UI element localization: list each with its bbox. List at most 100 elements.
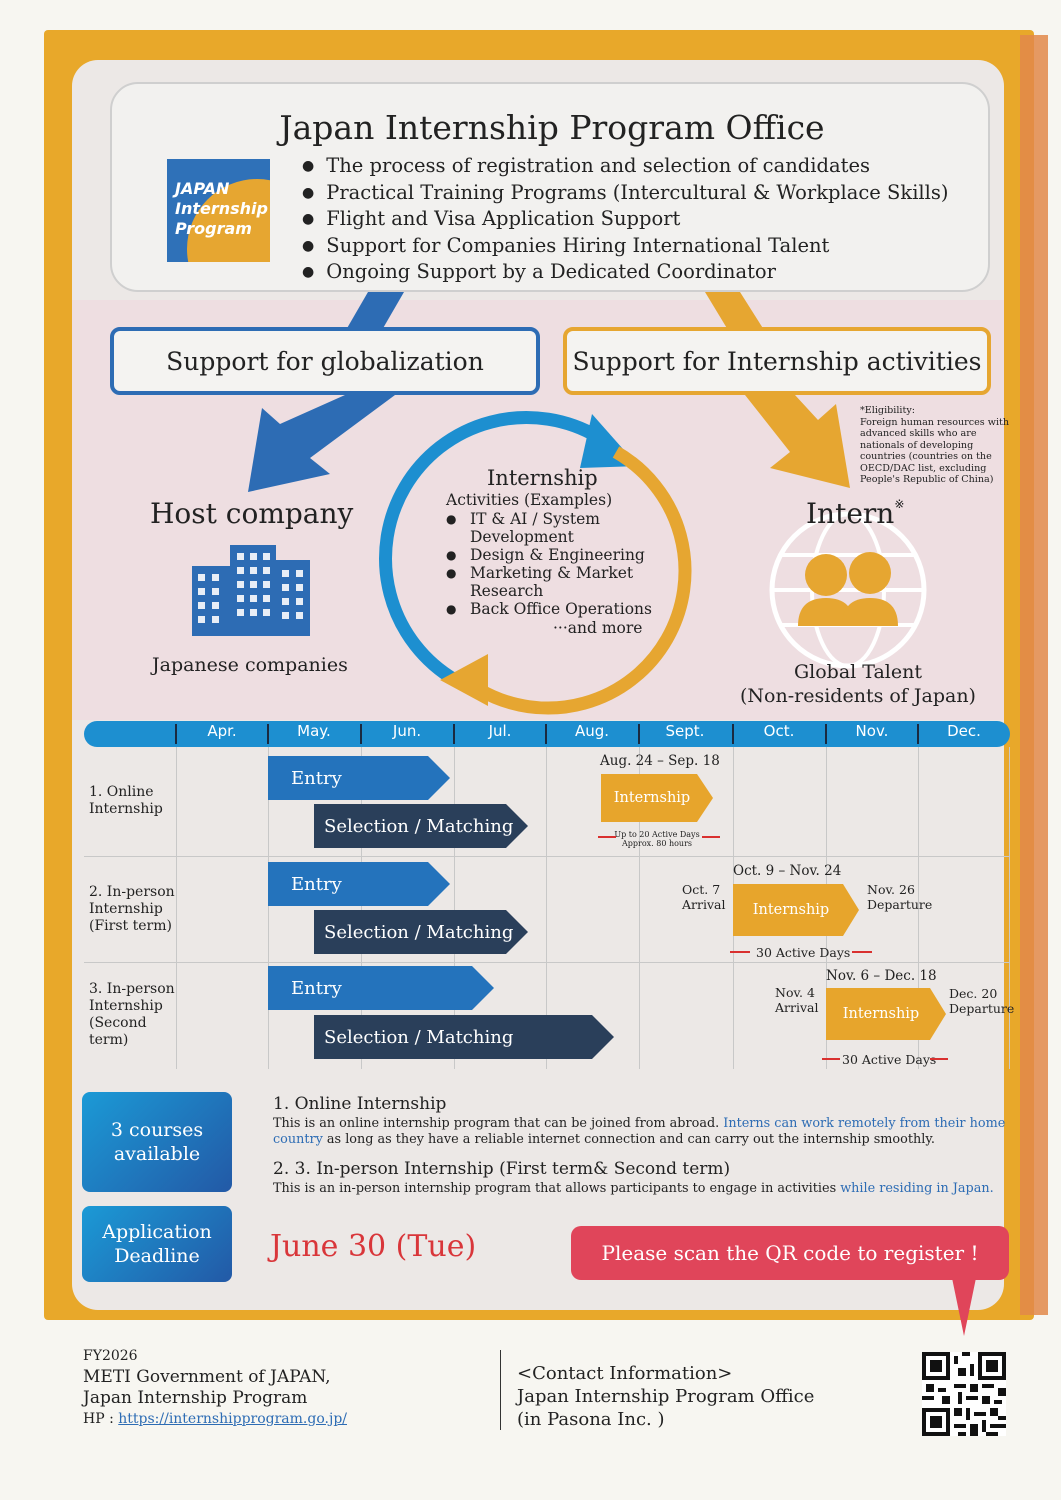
desc-text: This is an online internship program tha…	[273, 1116, 724, 1131]
activity-text: Design & Engineering	[470, 546, 645, 564]
logo-text: JAPAN Internship Program	[175, 179, 268, 239]
desc-highlight: while residing in Japan.	[840, 1181, 994, 1196]
second-term-days: 30 Active Days	[842, 1052, 937, 1067]
month-label: Dec.	[947, 722, 981, 740]
global-talent-line1: Global Talent	[793, 661, 923, 683]
grid-line	[918, 747, 919, 1069]
grid-line	[176, 747, 177, 1069]
month-separator	[453, 724, 455, 744]
grid-line	[639, 747, 640, 1069]
inperson-course-title: 2. 3. In-person Internship (First term& …	[273, 1159, 731, 1179]
and-more-text: ···and more	[553, 619, 643, 637]
cycle-gold-head	[440, 654, 488, 706]
month-label: Apr.	[207, 722, 237, 740]
service-item: Flight and Visa Application Support	[302, 207, 949, 234]
month-label: Jun.	[392, 722, 422, 740]
bullet-icon: ●	[446, 548, 457, 562]
flow-arrows	[192, 292, 927, 715]
cycle-subtitle: Activities (Examples)	[446, 491, 613, 509]
online-period: Aug. 24 – Sep. 18	[600, 753, 720, 769]
japan-internship-logo: JAPAN Internship Program	[167, 159, 270, 262]
first-term-days: 30 Active Days	[756, 945, 851, 960]
month-label: Aug.	[574, 722, 610, 740]
logo-line2: Internship	[175, 199, 268, 218]
cycle-blue-arc	[379, 411, 602, 686]
internship-bar: Internship	[826, 988, 946, 1040]
grid-line	[454, 747, 455, 1069]
online-course-title: 1. Online Internship	[273, 1094, 447, 1114]
intern-title: Intern※	[806, 497, 904, 530]
cycle-title: Internship	[487, 466, 598, 490]
month-label: Nov.	[855, 722, 889, 740]
entry-bar: Entry	[268, 862, 450, 906]
bullet-icon: ●	[446, 566, 457, 580]
entry-bar: Entry	[268, 966, 494, 1010]
courses-badge: 3 courses available	[82, 1092, 232, 1192]
right-arrow-icon	[702, 836, 720, 838]
support-globalization-box: Support for globalization	[110, 327, 540, 395]
online-days: Up to 20 Active Days	[614, 830, 700, 839]
gold-arrow-top	[705, 292, 764, 330]
japanese-companies-label: Japanese companies	[152, 654, 348, 676]
right-arrow-icon	[852, 951, 872, 953]
month-label: May.	[297, 722, 331, 740]
activity-text: Marketing & Market	[470, 564, 634, 582]
logo-line1: JAPAN	[175, 179, 230, 198]
gold-arrow-bottom	[745, 395, 850, 488]
callout-tail	[952, 1278, 976, 1336]
second-term-period: Nov. 6 – Dec. 18	[826, 968, 937, 984]
bullet-icon: ●	[446, 512, 457, 526]
contact-company: (in Pasona Inc. )	[517, 1409, 665, 1430]
selection-bar: Selection / Matching	[314, 910, 528, 954]
left-arrow-icon	[598, 836, 616, 838]
logo-line3: Program	[175, 219, 252, 238]
month-separator	[825, 724, 827, 744]
month-separator	[917, 724, 919, 744]
activity-item: ●IT & AI / System	[446, 510, 652, 528]
online-course-desc: This is an online internship program tha…	[273, 1116, 1008, 1148]
activity-text: Development	[470, 528, 574, 546]
month-separator	[267, 724, 269, 744]
qr-code-icon[interactable]	[922, 1352, 1006, 1436]
blue-arrow-bottom	[248, 395, 395, 492]
globe-people-icon	[769, 511, 927, 669]
month-separator	[638, 724, 640, 744]
homepage-link[interactable]: https://internshipprogram.go.jp/	[118, 1411, 347, 1427]
homepage-line: HP : https://internshipprogram.go.jp/	[83, 1409, 347, 1430]
row-divider	[84, 962, 1010, 963]
global-talent-line2: (Non-residents of Japan)	[740, 685, 976, 707]
month-separator	[545, 724, 547, 744]
cycle-gold-arc	[476, 446, 692, 715]
grid-line	[546, 747, 547, 1069]
service-item: Support for Companies Hiring Internation…	[302, 234, 949, 261]
left-arrow-icon	[822, 1058, 840, 1060]
activity-item-cont: Research	[446, 582, 652, 600]
row-label-first-term: 2. In-person Internship (First term)	[89, 884, 175, 934]
schedule-grid	[84, 747, 1010, 1069]
blue-arrow-top	[346, 292, 404, 330]
eligibility-note: *Eligibility: Foreign human resources wi…	[860, 405, 1010, 485]
contact-office: Japan Internship Program Office	[517, 1386, 815, 1407]
intern-title-text: Intern	[806, 497, 895, 530]
online-days-note: Up to 20 Active Days Approx. 80 hours	[612, 830, 702, 848]
desc-text: This is an in-person internship program …	[273, 1181, 841, 1196]
grid-line	[268, 747, 269, 1069]
footer-organization: FY2026 METI Government of JAPAN, Japan I…	[83, 1346, 347, 1430]
program-name: Japan Internship Program	[83, 1388, 308, 1408]
row-label-online: 1. Online Internship	[89, 784, 163, 817]
row-label-second-term: 3. In-person Internship (Second term)	[89, 981, 175, 1048]
host-company-title: Host company	[150, 497, 354, 530]
fiscal-year: FY2026	[83, 1348, 138, 1364]
service-item: Practical Training Programs (Intercultur…	[302, 181, 948, 208]
bullet-icon: ●	[446, 602, 457, 616]
orange-edge	[1020, 35, 1048, 1315]
internship-bar: Internship	[601, 774, 713, 822]
activity-item: ● Marketing & Market	[446, 564, 652, 582]
row-divider	[84, 856, 1010, 857]
deadline-badge: Application Deadline	[82, 1206, 232, 1282]
deadline-date: June 30 (Tue)	[270, 1229, 477, 1264]
global-talent-label: Global Talent (Non-residents of Japan)	[738, 660, 978, 708]
org-name: METI Government of JAPAN,	[83, 1367, 331, 1387]
month-separator	[360, 724, 362, 744]
activity-item: ●Back Office Operations	[446, 600, 652, 618]
